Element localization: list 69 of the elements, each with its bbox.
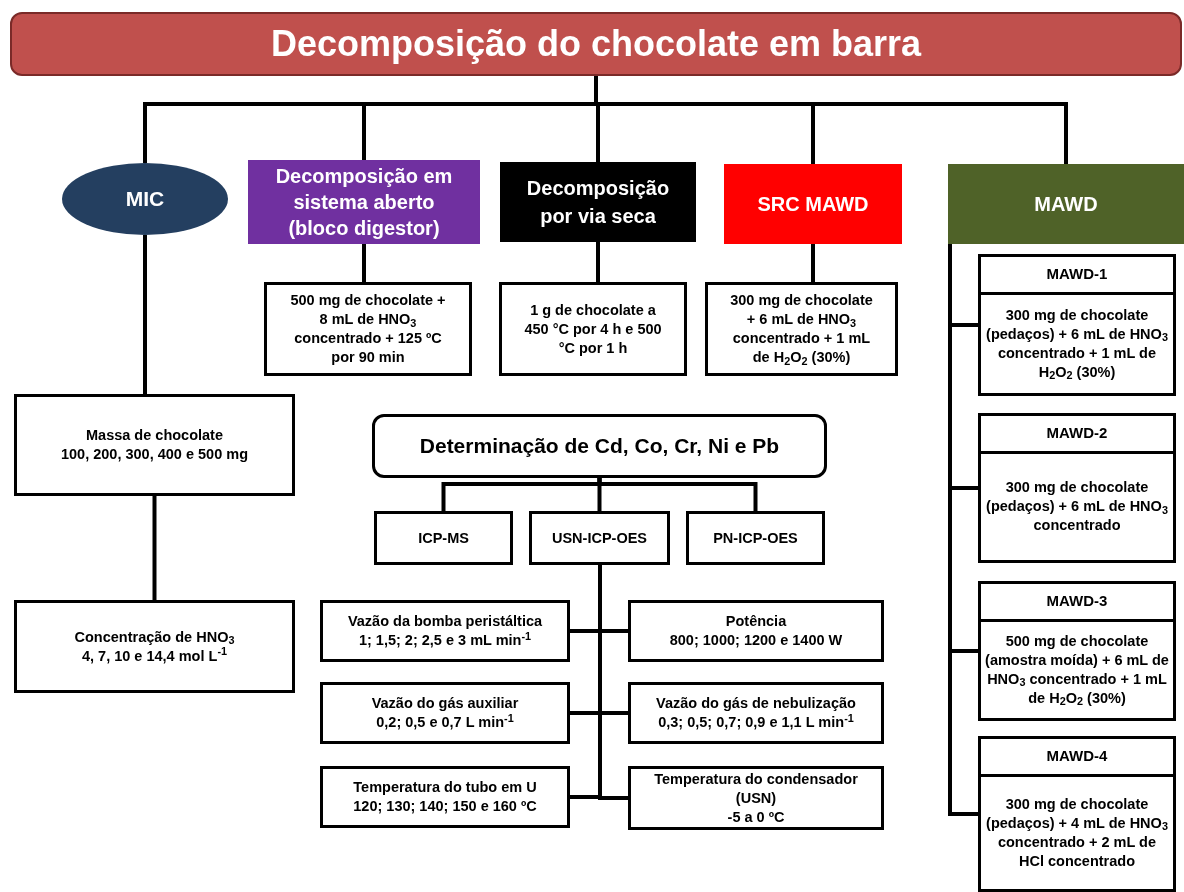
procedure-box xyxy=(978,736,1176,892)
node-text: Concentração de HNO$_{3}$ xyxy=(74,627,235,647)
node-text: 100, 200, 300, 400 e 500 mg xyxy=(60,445,248,464)
node-text: Vazão do gás de nebulização xyxy=(656,694,856,713)
node-text: -5 a 0 ºC xyxy=(727,807,785,827)
method-box xyxy=(724,164,902,244)
node-text: 120; 130; 140; 150 e 160 ºC xyxy=(353,797,537,816)
node-text: 0,2; 0,5 e 0,7 L min$^{-1}$ xyxy=(376,713,514,732)
node-text: Vazão da bomba peristáltica xyxy=(347,612,543,631)
node-label: Decomposição do chocolate em barra xyxy=(270,22,922,66)
header-label: MAWD-3 xyxy=(981,584,1173,622)
procedure-box xyxy=(978,413,1176,563)
connector-line xyxy=(596,242,600,282)
parameter-box xyxy=(628,600,884,662)
parameter-box xyxy=(320,766,570,828)
node-text: Potência xyxy=(725,612,787,631)
parameter-box xyxy=(628,682,884,744)
node-text: ICP-MS xyxy=(418,528,469,548)
node-text: 4, 7, 10 e 14,4 mol L$^{-1}$ xyxy=(81,646,228,666)
connector-line xyxy=(597,478,758,511)
step-box xyxy=(264,282,472,376)
connector-line xyxy=(594,76,1068,164)
header-label: MAWD-2 xyxy=(981,416,1173,454)
node-text: 300 mg de chocolate + 6 mL de HNO$_{3}$ concentrado + 1 mL de H$_{2}$O$_{2}$ (30%) xyxy=(729,291,874,367)
node-text: Temperatura do condensador (USN) xyxy=(653,769,859,808)
header-label: MAWD-1 xyxy=(981,257,1173,295)
analysis-box xyxy=(372,414,827,478)
parameter-box xyxy=(320,682,570,744)
node-text: 500 mg de chocolate (amostra moída) + 6 mL de HNO$_{3}$ concentrado + 1 mL de H$_{2}$O$_{2}$ (30%) xyxy=(985,631,1169,708)
node-text: PN-ICP-OES xyxy=(713,528,798,548)
step-box xyxy=(705,282,898,376)
connector-line xyxy=(811,244,815,282)
node-text: 300 mg de chocolate (pedaços) + 6 mL de HNO$_{3}$ concentrado xyxy=(985,478,1169,536)
node-text: Vazão do gás auxiliar xyxy=(371,694,519,713)
method-box xyxy=(948,164,1184,244)
node-text: 1; 1,5; 2; 2,5 e 3 mL min$^{-1}$ xyxy=(358,631,532,650)
node-text: Massa de chocolate xyxy=(86,426,223,445)
header-label: MAWD-4 xyxy=(981,739,1173,777)
method-box xyxy=(500,162,696,242)
step-box xyxy=(499,282,687,376)
connector-line xyxy=(143,235,147,394)
node-label: MIC xyxy=(125,186,165,213)
procedure-box xyxy=(978,581,1176,721)
method-box xyxy=(248,160,480,244)
node-label: Decomposição por via seca xyxy=(525,176,671,229)
node-label: MAWD xyxy=(1034,192,1098,217)
node-text: 300 mg de chocolate (pedaços) + 4 mL de HNO$_{3}$ concentrado + 2 mL de HCl concentrado xyxy=(985,794,1169,871)
title-banner xyxy=(10,12,1182,76)
technique-box xyxy=(529,511,670,565)
step-box xyxy=(14,394,295,496)
node-text: 1 g de chocolate a 450 °C por 4 h e 500 °C por 1 h xyxy=(523,300,663,358)
node-text: 0,3; 0,5; 0,7; 0,9 e 1,1 L min$^{-1}$ xyxy=(658,713,854,732)
connector-line xyxy=(152,496,157,600)
node-label: SRC MAWD xyxy=(757,192,869,217)
node-text: 500 mg de chocolate + 8 mL de HNO$_{3}$ concentrado + 125 ºC por 90 min xyxy=(289,291,447,367)
node-label: Decomposição em sistema aberto (bloco digestor) xyxy=(274,164,454,241)
technique-box xyxy=(686,511,825,565)
connector-line xyxy=(598,565,628,800)
node-text: 300 mg de chocolate (pedaços) + 6 mL de HNO$_{3}$ concentrado + 1 mL de H$_{2}$O$_{2}$ (30%) xyxy=(985,305,1169,382)
procedure-box xyxy=(978,254,1176,396)
step-box xyxy=(14,600,295,693)
connector-line xyxy=(362,244,366,282)
node-text: Temperatura do tubo em U xyxy=(353,778,537,797)
node-text: Determinação de Cd, Co, Cr, Ni e Pb xyxy=(419,433,780,460)
parameter-box xyxy=(628,766,884,830)
node-text: 800; 1000; 1200 e 1400 W xyxy=(669,631,843,650)
parameter-box xyxy=(320,600,570,662)
node-text: USN-ICP-OES xyxy=(551,528,648,548)
technique-box xyxy=(374,511,513,565)
